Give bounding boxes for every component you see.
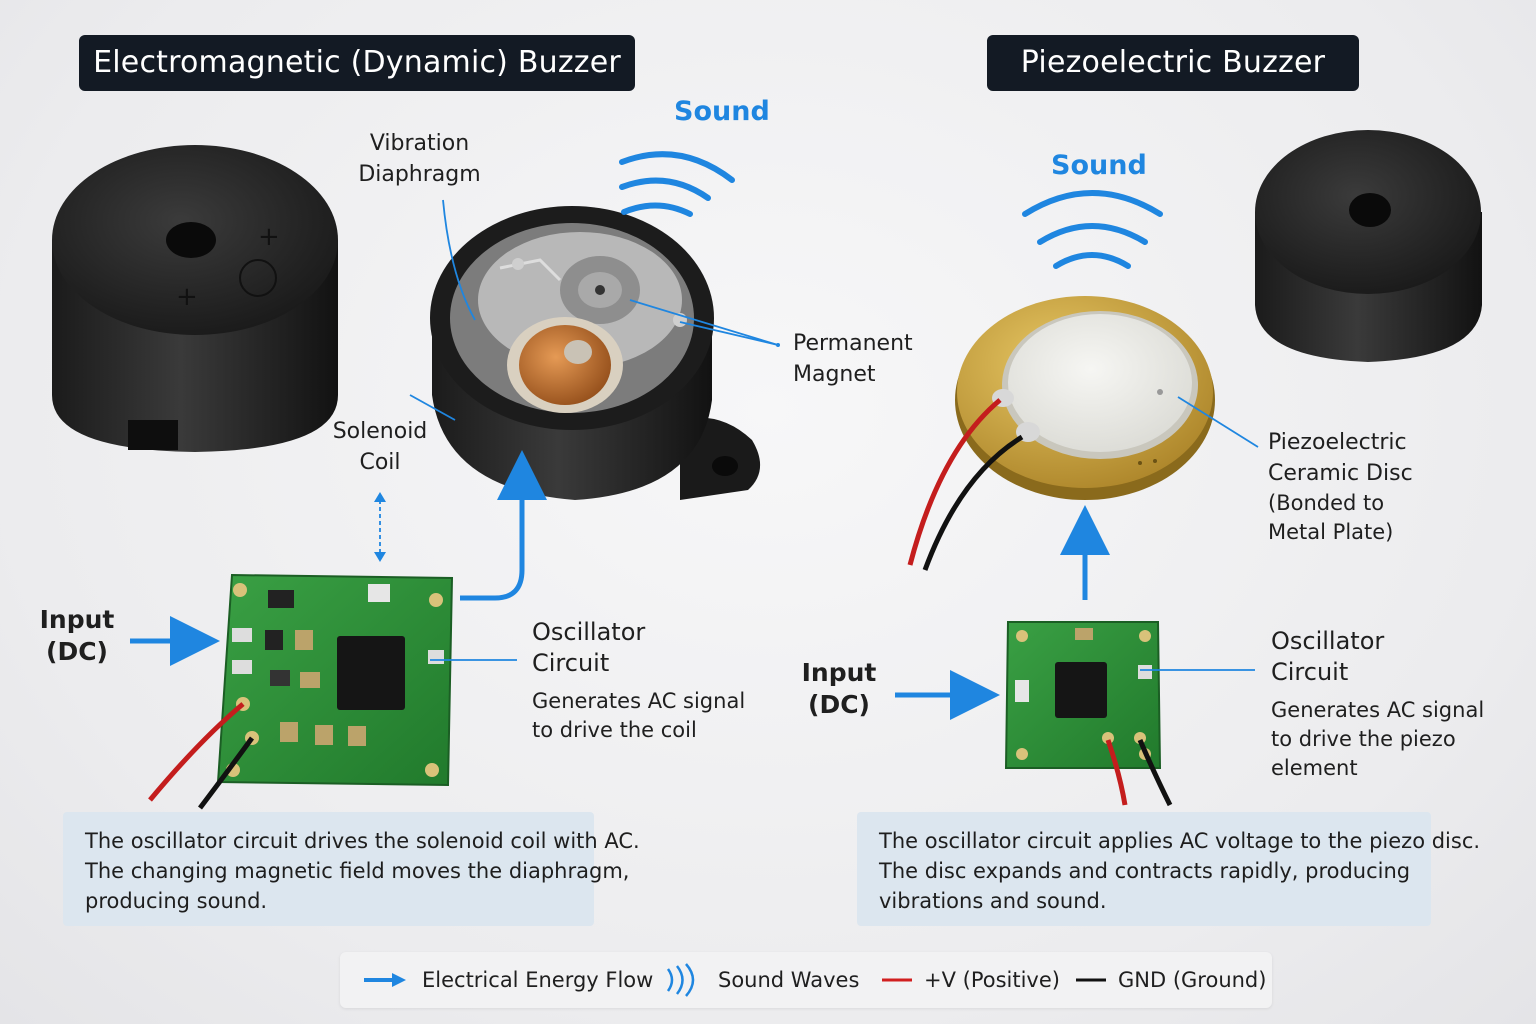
title-electromagnetic: Electromagnetic (Dynamic) Buzzer — [79, 35, 635, 91]
energy-flow-arrows — [130, 450, 1110, 720]
sound-waves-left — [619, 151, 735, 217]
label-input-dc-left: Input(DC) — [39, 605, 115, 666]
wire-positive-disc — [907, 398, 1002, 566]
red-line-icon — [882, 978, 912, 982]
legend-energy-flow: Electrical Energy Flow — [362, 952, 653, 1008]
wire-ground-left — [198, 736, 255, 810]
label-oscillator-left: Oscillator Circuit Generates AC signal t… — [532, 618, 746, 742]
legend-sound-waves: Sound Waves — [662, 952, 859, 1008]
closed-buzzer-left: + + — [52, 145, 338, 452]
legend-ground-label: GND (Ground) — [1118, 968, 1267, 992]
legend-waves-label: Sound Waves — [718, 968, 860, 992]
piezo-disc — [955, 296, 1215, 500]
legend-positive-label: +V (Positive) — [924, 968, 1060, 992]
black-line-icon — [1076, 978, 1106, 982]
energy-flow-arrow-icon — [364, 973, 406, 987]
wire-ground-disc — [922, 434, 1024, 571]
wire-ground-right — [1137, 739, 1173, 807]
legend: Electrical Energy Flow Sound Waves +V (P… — [340, 952, 1272, 1008]
closed-buzzer-right — [1255, 130, 1482, 362]
open-buzzer-dynamic — [430, 206, 761, 500]
label-input-dc-right: Input(DC) — [801, 658, 877, 719]
svg-text:+: + — [258, 222, 280, 252]
title-piezoelectric: Piezoelectric Buzzer — [987, 35, 1359, 91]
legend-energy-label: Electrical Energy Flow — [422, 968, 654, 992]
callout-lines — [409, 199, 1259, 671]
label-piezo-ceramic-disc: Piezoelectric Ceramic Disc (Bonded to Me… — [1268, 430, 1413, 544]
caption-electromagnetic: The oscillator circuit drives the soleno… — [63, 812, 640, 926]
legend-ground: GND (Ground) — [1076, 952, 1266, 1008]
sound-label-right: Sound — [1051, 150, 1147, 181]
legend-positive: +V (Positive) — [882, 952, 1060, 1008]
sound-waves-icon — [666, 963, 695, 997]
pcb-left — [216, 573, 454, 787]
caption-piezoelectric: The oscillator circuit applies AC voltag… — [857, 812, 1480, 926]
wire-positive-right — [1105, 739, 1128, 806]
pcb-right — [1004, 621, 1162, 769]
sound-label-left: Sound — [674, 96, 770, 127]
sound-waves-right — [1022, 190, 1163, 269]
svg-text:+: + — [176, 282, 198, 312]
label-oscillator-right: Oscillator Circuit Generates AC signal t… — [1271, 627, 1485, 780]
wire-positive-left — [148, 702, 245, 802]
